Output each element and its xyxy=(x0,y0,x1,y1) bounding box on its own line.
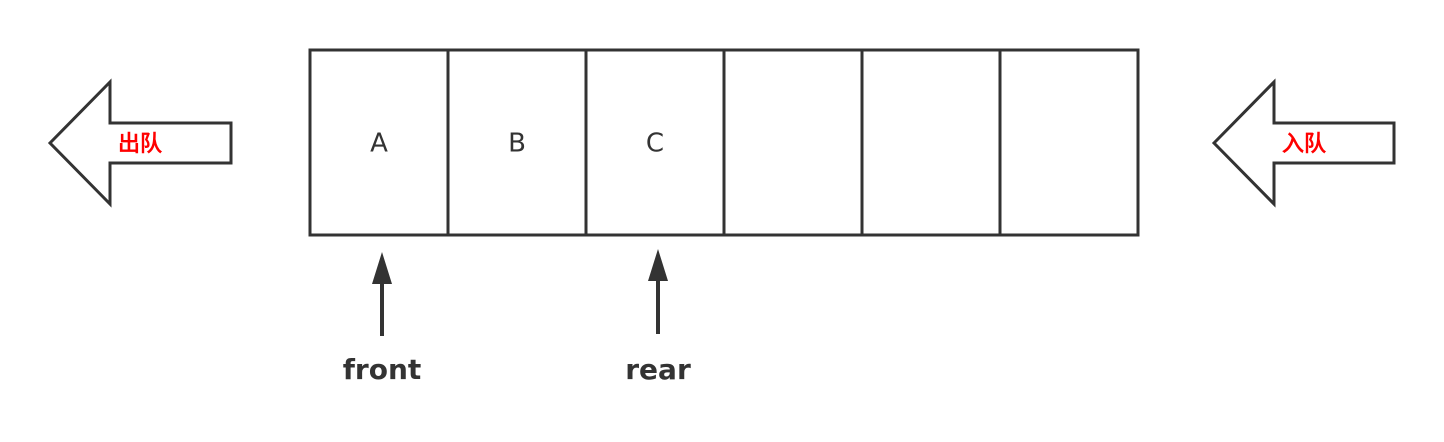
queue-cell xyxy=(722,48,864,237)
front-pointer-arrowhead-icon xyxy=(372,252,392,284)
queue-cell-label: C xyxy=(646,129,664,159)
queue-cell-label: B xyxy=(508,129,526,159)
queue-array: A B C xyxy=(308,48,1140,237)
front-pointer: front xyxy=(343,252,422,386)
dequeue-arrow: 出队 xyxy=(47,78,233,208)
queue-cell-box xyxy=(722,48,864,237)
front-pointer-label: front xyxy=(343,353,422,386)
rear-pointer: rear xyxy=(625,249,691,386)
queue-cell-box xyxy=(308,48,450,237)
queue-cell-box xyxy=(998,48,1140,237)
queue-cell-label: A xyxy=(370,129,388,159)
dequeue-label: 出队 xyxy=(118,132,163,157)
rear-pointer-arrowhead-icon xyxy=(648,249,668,281)
queue-cell-box xyxy=(860,48,1002,237)
queue-cell: C xyxy=(584,48,726,237)
queue-cell: A xyxy=(308,48,450,237)
queue-cell: B xyxy=(446,48,588,237)
enqueue-arrow-icon xyxy=(1211,78,1396,208)
queue-cell xyxy=(860,48,1002,237)
enqueue-arrow: 入队 xyxy=(1211,78,1396,208)
queue-cell-box xyxy=(584,48,726,237)
rear-pointer-label: rear xyxy=(625,353,691,386)
dequeue-arrow-icon xyxy=(47,78,233,208)
queue-cell-box xyxy=(446,48,588,237)
enqueue-label: 入队 xyxy=(1282,132,1327,157)
queue-cell xyxy=(998,48,1140,237)
